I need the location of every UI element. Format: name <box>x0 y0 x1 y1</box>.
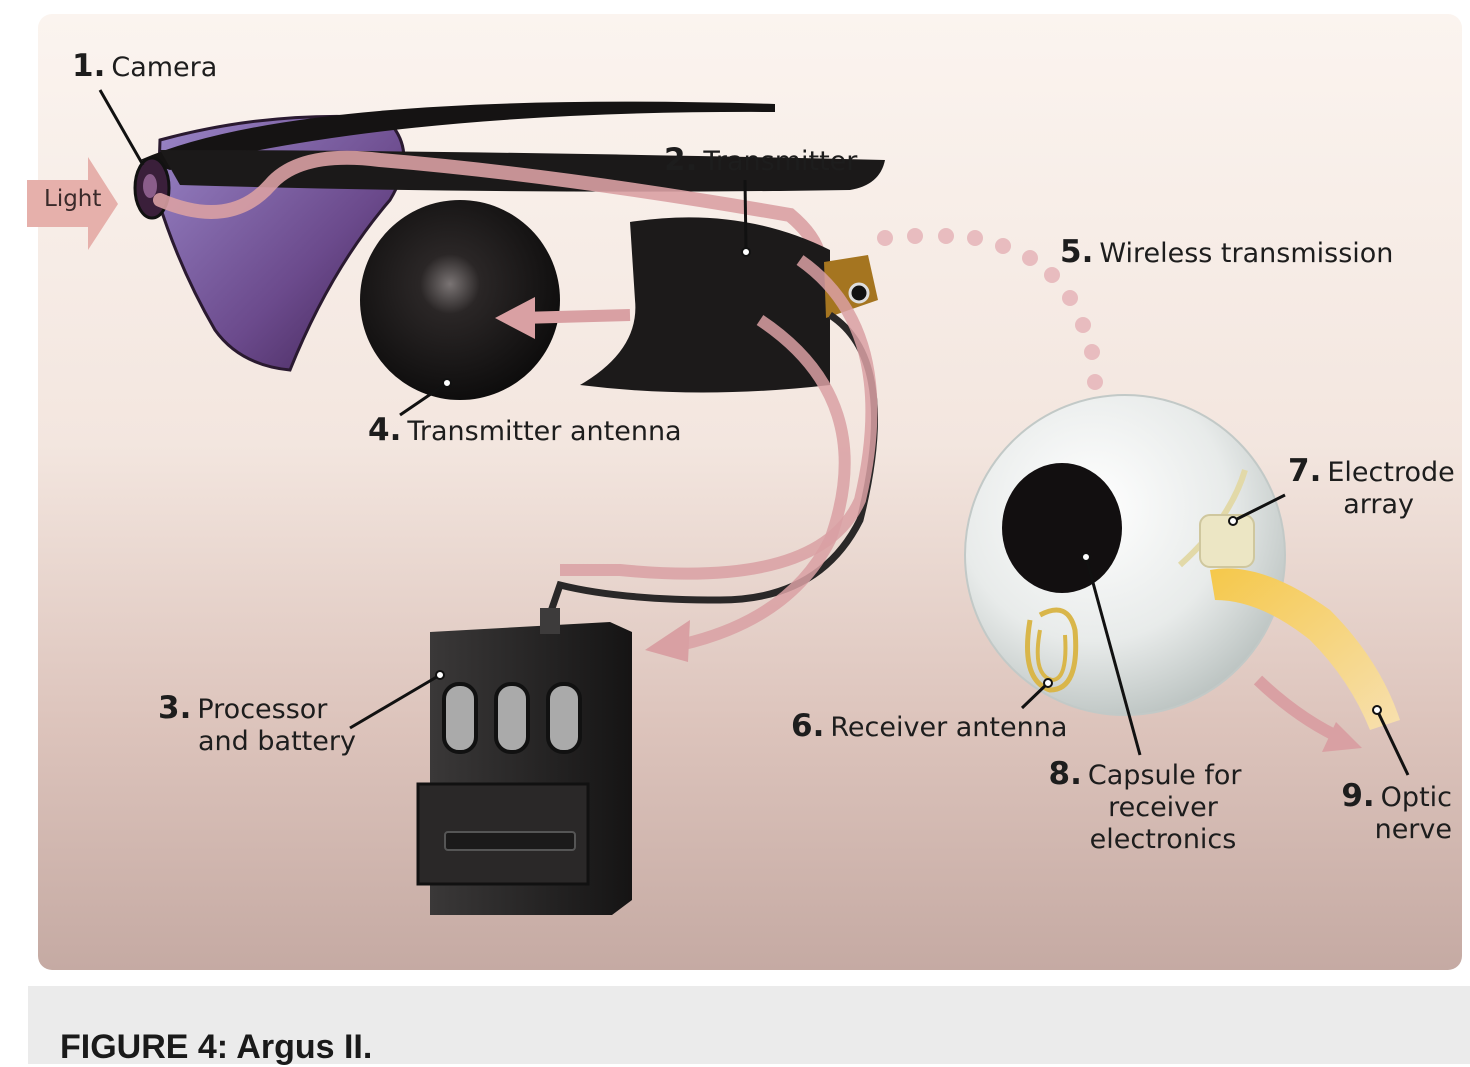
label-electrode-array: 7.Electrode array <box>1288 453 1455 520</box>
label-optic-nerve: 9.Optic nerve <box>1341 778 1452 845</box>
label-transmitter: 2.Transmitter <box>664 142 858 178</box>
caption-bar: FIGURE 4: Argus II. <box>28 986 1470 1066</box>
glasses-frame <box>140 101 775 170</box>
transmitter-shape <box>580 217 830 393</box>
label-wireless-transmission: 5.Wireless transmission <box>1060 234 1394 270</box>
optic-nerve-shape <box>1210 568 1400 730</box>
light-label: Light <box>44 186 102 212</box>
label-receiver-antenna: 6.Receiver antenna <box>791 708 1068 744</box>
label-processor-battery: 3.Processor and battery <box>158 690 356 757</box>
label-capsule-receiver-electronics: 8.Capsule for receiver electronics <box>1048 756 1242 855</box>
label-camera: 1.Camera <box>72 48 218 84</box>
processor-battery-shape <box>416 608 632 915</box>
light-arrow <box>27 157 118 250</box>
argus-diagram-illustration <box>27 89 1410 915</box>
figure-caption: FIGURE 4: Argus II. <box>60 1028 373 1066</box>
eye-shape <box>964 394 1286 716</box>
label-transmitter-antenna: 4.Transmitter antenna <box>368 412 682 448</box>
transmitter-antenna-shape <box>360 200 560 400</box>
